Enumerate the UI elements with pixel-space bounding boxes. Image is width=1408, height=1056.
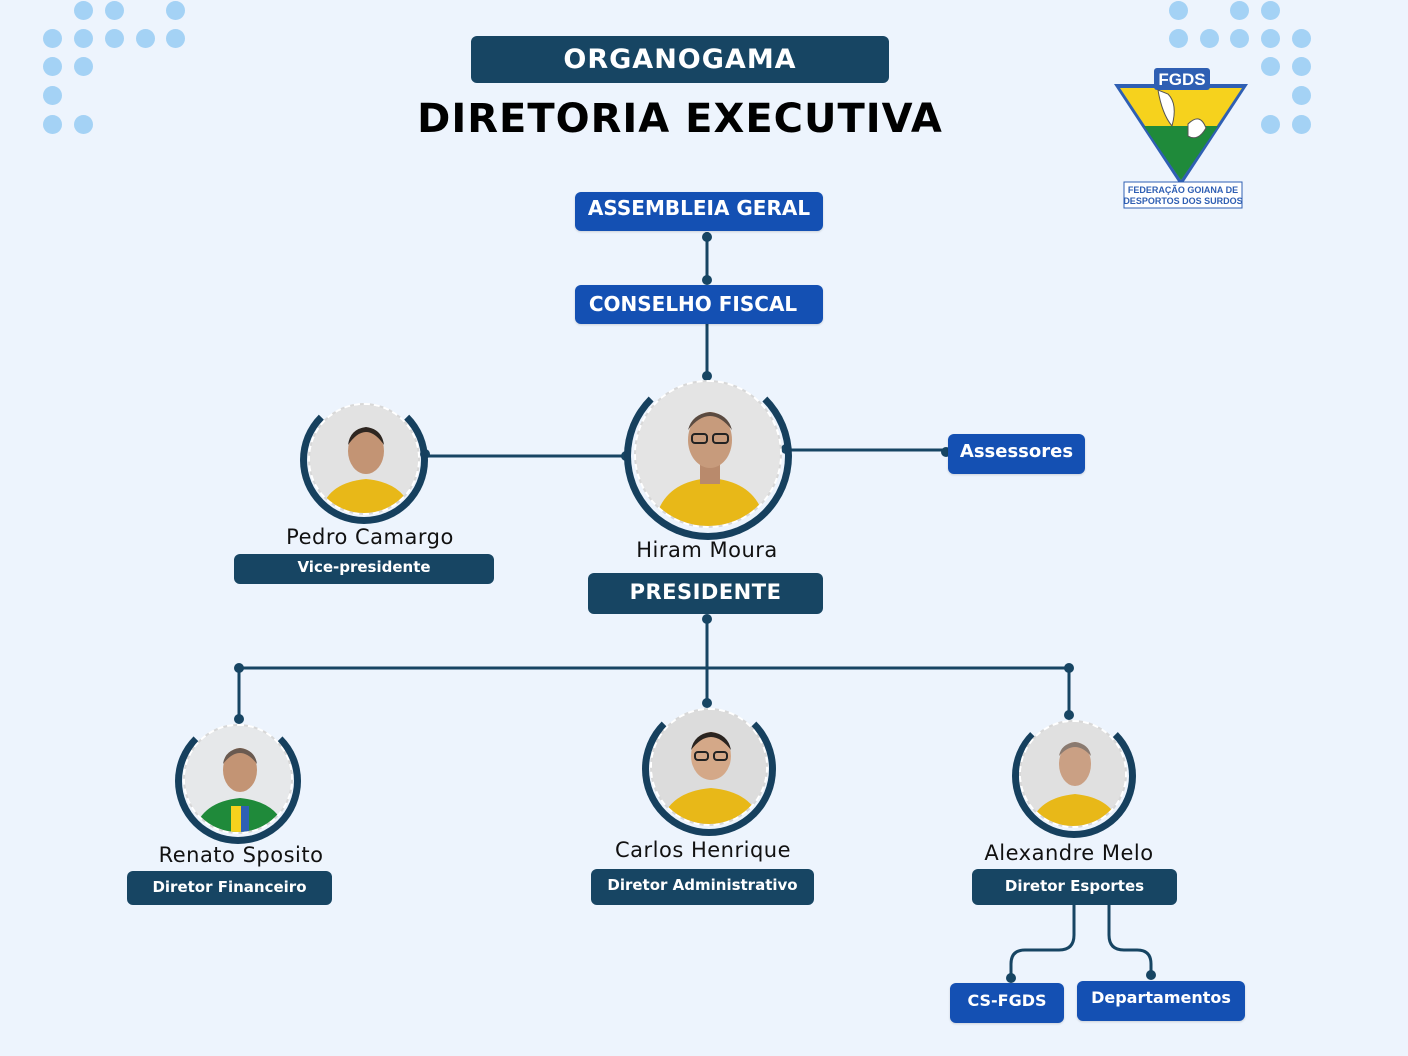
financeiro-name: Renato Sposito	[158, 843, 324, 867]
vice-role-badge: Vice-presidente	[234, 554, 494, 584]
financeiro-role-badge: Diretor Financeiro	[127, 871, 332, 905]
esportes-name: Alexandre Melo	[984, 841, 1154, 865]
vice-name: Pedro Camargo	[286, 525, 454, 549]
administrativo-role-badge: Diretor Administrativo	[591, 869, 814, 905]
page-title: DIRETORIA EXECUTIVA	[417, 96, 943, 142]
president-avatar	[634, 380, 782, 528]
fgds-logo: FGDS FEDERAÇÃO GOIANA DE DESPORTOS DOS S…	[1110, 64, 1255, 210]
conselho-fiscal-box: CONSELHO FISCAL	[575, 285, 823, 324]
esportes-photo-ring	[1012, 714, 1136, 838]
president-role-badge: PRESIDENTE	[588, 573, 823, 614]
organogram-label: ORGANOGAMA	[471, 36, 889, 83]
financeiro-photo-ring	[175, 718, 301, 844]
administrativo-avatar	[650, 708, 768, 826]
financeiro-avatar	[183, 724, 293, 834]
president-name: Hiram Moura	[636, 538, 778, 562]
president-photo-ring	[624, 372, 792, 540]
vice-photo-ring	[300, 396, 428, 524]
esportes-avatar	[1019, 720, 1127, 828]
administrativo-name: Carlos Henrique	[614, 838, 791, 862]
logo-acronym: FGDS	[1158, 70, 1205, 89]
vice-avatar	[308, 403, 420, 515]
logo-name-line1: FEDERAÇÃO GOIANA DE	[1128, 185, 1238, 195]
cs-fgds-box: CS-FGDS	[950, 983, 1064, 1023]
assessores-box: Assessores	[948, 434, 1085, 474]
assembleia-geral-box: ASSEMBLEIA GERAL	[575, 192, 823, 231]
logo-name-line2: DESPORTOS DOS SURDOS	[1123, 196, 1242, 206]
administrativo-photo-ring	[642, 702, 776, 836]
departamentos-box: Departamentos	[1077, 981, 1245, 1021]
esportes-role-badge: Diretor Esportes	[972, 869, 1177, 905]
